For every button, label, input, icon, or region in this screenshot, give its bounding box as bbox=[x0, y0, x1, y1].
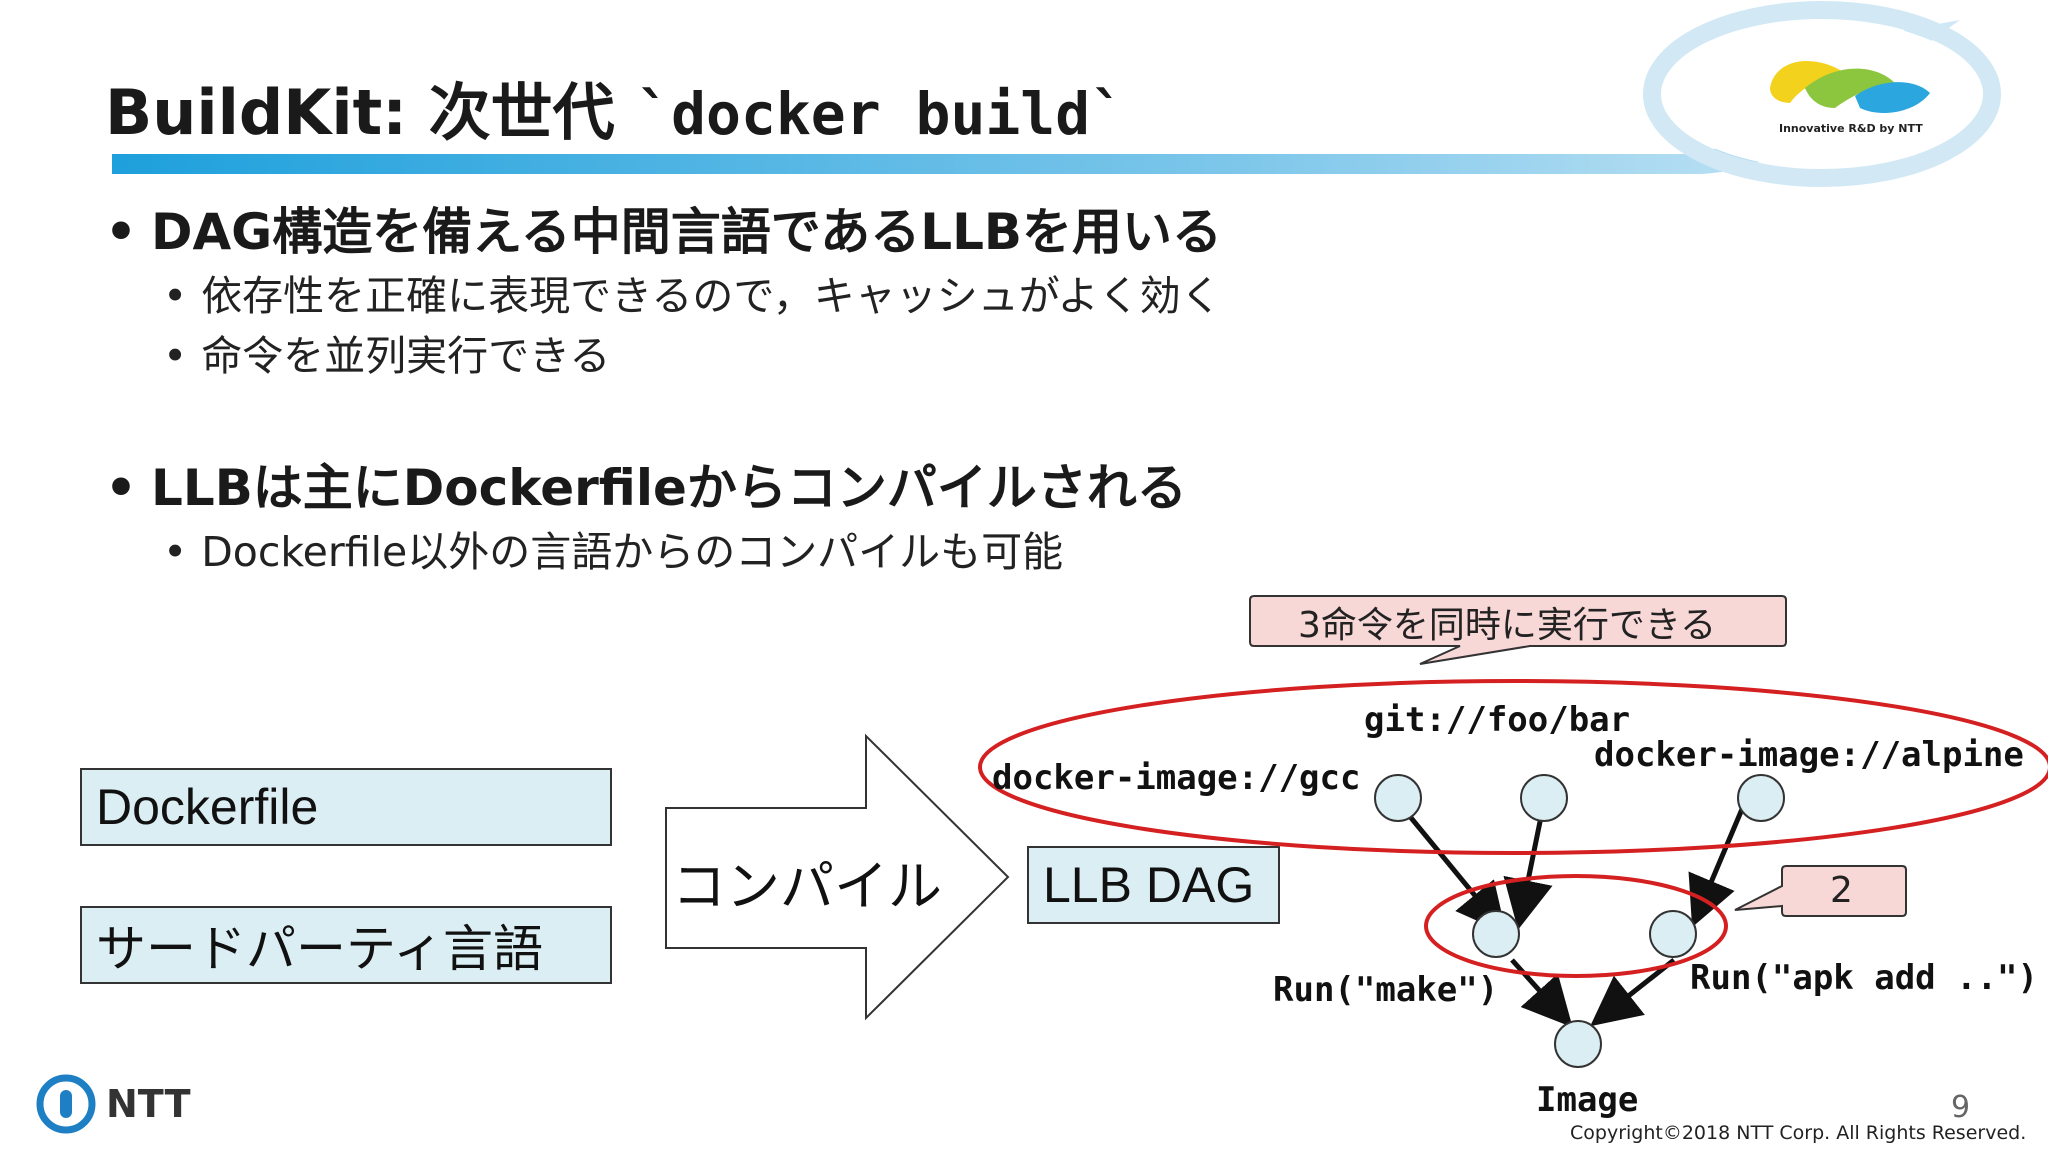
callout-top-text: 3命令を同時に実行できる bbox=[1298, 605, 1717, 646]
bullet-2-sub-1: •Dockerfile以外の言語からのコンパイルも可能 bbox=[163, 528, 1064, 576]
bullet-1-sub-1: •依存性を正確に表現できるので，キャッシュがよく効く bbox=[163, 272, 1222, 320]
footer-brand: NTT bbox=[106, 1082, 191, 1126]
node-git bbox=[1520, 774, 1568, 822]
bullet-1-sub-2: •命令を並列実行できる bbox=[163, 332, 611, 380]
node-apk bbox=[1649, 910, 1697, 958]
ntt-rd-logo-icon bbox=[1770, 61, 1930, 113]
node-image bbox=[1554, 1020, 1602, 1068]
third-party-language-box: サードパーティ言語 bbox=[80, 906, 612, 984]
bullet-2: •LLBは主にDockerfileからコンパイルされる bbox=[105, 459, 1187, 517]
label-gcc: docker-image://gcc bbox=[992, 758, 1361, 798]
compile-label: コンパイル bbox=[672, 855, 942, 918]
parallel-runs-ellipse bbox=[1424, 874, 1728, 978]
title-main: BuildKit: 次世代 bbox=[105, 76, 637, 149]
callout-right-text: 2 bbox=[1830, 870, 1853, 911]
label-git: git://foo/bar bbox=[1364, 700, 1631, 740]
callout-top-shape bbox=[1249, 595, 1787, 665]
edge-apk-image bbox=[1590, 958, 1676, 1027]
node-alpine bbox=[1737, 774, 1785, 822]
copyright: Copyright©2018 NTT Corp. All Rights Rese… bbox=[1570, 1122, 2027, 1144]
logo-tagline: Innovative R&D by NTT bbox=[1779, 122, 1923, 135]
label-make: Run("make") bbox=[1273, 970, 1499, 1010]
ntt-logo-icon bbox=[36, 1074, 96, 1134]
label-apk: Run("apk add ..") bbox=[1690, 958, 2038, 998]
page-number: 9 bbox=[1951, 1090, 1971, 1125]
node-gcc bbox=[1374, 774, 1422, 822]
parallel-sources-ellipse bbox=[978, 679, 2048, 855]
label-image: Image bbox=[1536, 1080, 1639, 1120]
page-title: BuildKit: 次世代 `docker build` bbox=[105, 62, 1125, 152]
callout-right-shape bbox=[1734, 865, 1907, 917]
logo-ring bbox=[1643, 1, 2001, 187]
edge-git-make bbox=[1503, 801, 1553, 930]
edge-make-image bbox=[1510, 958, 1573, 1028]
llb-dag-box: LLB DAG bbox=[1027, 846, 1280, 924]
edge-gcc-make bbox=[1396, 800, 1507, 934]
compile-arrow-icon bbox=[665, 733, 1010, 1021]
dockerfile-box: Dockerfile bbox=[80, 768, 612, 846]
llb-dag-graph bbox=[978, 595, 2048, 1068]
label-alpine: docker-image://alpine bbox=[1594, 735, 2024, 775]
title-code: `docker build` bbox=[636, 80, 1126, 148]
header-bar bbox=[112, 20, 1960, 174]
bullet-1: •DAG構造を備える中間言語であるLLBを用いる bbox=[105, 203, 1223, 261]
node-make bbox=[1472, 910, 1520, 958]
